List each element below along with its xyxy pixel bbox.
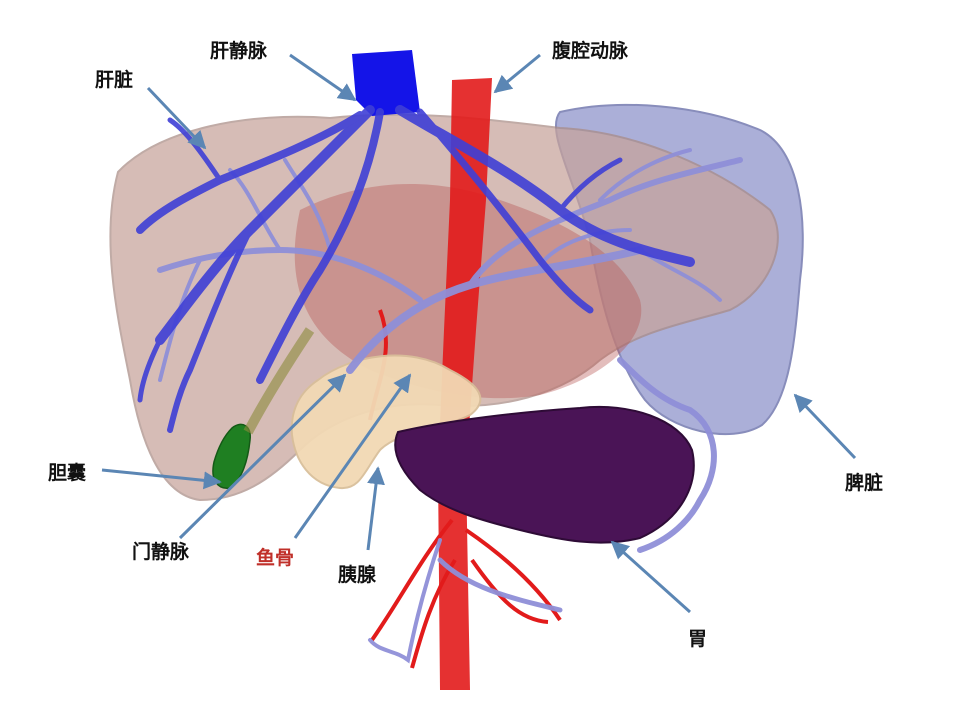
portal-vein-arrow — [178, 373, 347, 540]
label-gallbladder: 胆囊 — [48, 462, 87, 484]
spleen-arrow — [793, 393, 857, 460]
gallbladder-arrow — [101, 468, 222, 490]
stomach-shape — [394, 405, 695, 544]
portal-vein-branches — [157, 148, 743, 664]
fishbone-arrow — [293, 373, 412, 539]
hepatic-vein-arrow — [289, 53, 357, 102]
liver-arrow — [146, 86, 207, 150]
label-celiac-artery: 腹腔动脉 — [552, 40, 629, 62]
label-stomach: 胃 — [688, 628, 708, 650]
hepatic-vein-branches — [136, 105, 695, 433]
annotation-arrows — [101, 53, 857, 614]
label-fishbone: 鱼骨 — [256, 547, 295, 569]
label-liver: 肝脏 — [95, 69, 134, 91]
label-pancreas: 胰腺 — [338, 564, 377, 586]
label-spleen: 脾脏 — [845, 472, 884, 494]
label-portal-vein: 门静脉 — [132, 541, 190, 563]
hepatic-vein-trunk — [352, 50, 420, 116]
label-hepatic-vein: 肝静脉 — [210, 40, 268, 62]
pancreas-arrow — [366, 466, 385, 551]
stomach-arrow — [610, 540, 692, 614]
celiac-artery-arrow — [493, 53, 541, 94]
